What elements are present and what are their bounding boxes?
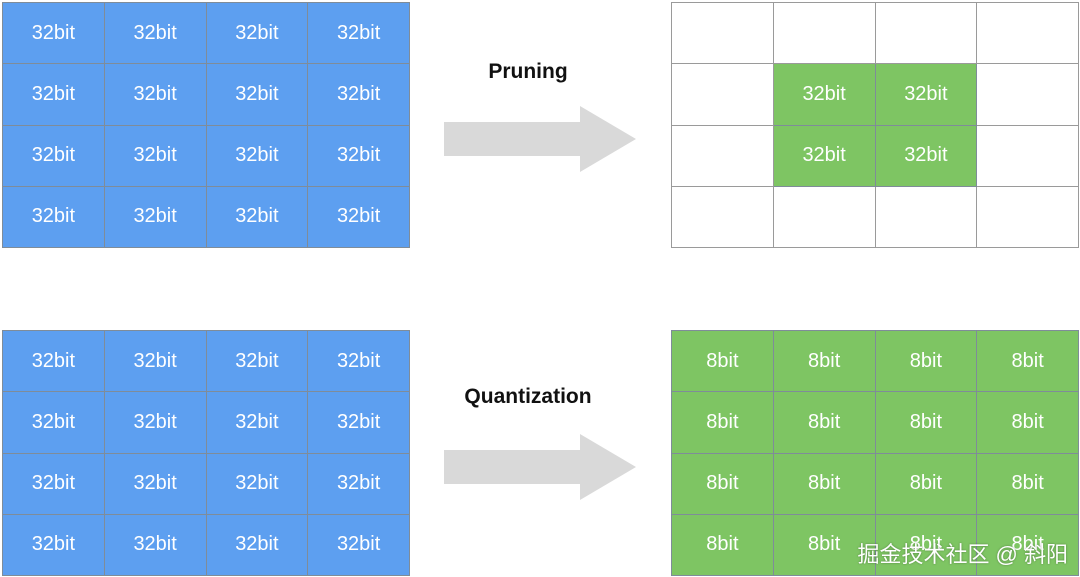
weight-cell: 8bit [977,453,1079,515]
pruned-cell [977,64,1079,126]
pruned-cell [672,64,774,126]
pruned-cell [875,186,978,248]
pruned-cell [672,3,774,65]
weight-cell: 8bit [977,392,1079,454]
weight-cell: 32bit [308,514,410,576]
weight-cell: 32bit [3,514,105,576]
weight-cell: 8bit [977,514,1079,576]
weight-cell: 32bit [308,3,410,65]
pruning-arrow-icon [444,106,636,172]
weight-cell: 8bit [977,331,1079,393]
weight-cell: 32bit [104,186,207,248]
weight-cell: 32bit [3,186,105,248]
weight-cell: 32bit [308,453,410,515]
weight-cell: 8bit [875,392,978,454]
weight-cell: 32bit [308,392,410,454]
weight-cell: 8bit [672,392,774,454]
weight-cell: 32bit [206,331,309,393]
weight-cell: 32bit [308,186,410,248]
weight-cell: 8bit [773,514,876,576]
weight-cell: 32bit [104,453,207,515]
weight-cell: 32bit [3,3,105,65]
weight-cell: 32bit [875,125,978,187]
pruned-cell [875,3,978,65]
weight-cell: 32bit [206,3,309,65]
weight-cell: 32bit [104,514,207,576]
weight-cell: 32bit [104,3,207,65]
pruned-cell [773,186,876,248]
weight-cell: 32bit [206,453,309,515]
pruned-cell [977,3,1079,65]
weight-cell: 32bit [773,125,876,187]
weight-cell: 32bit [308,64,410,126]
weight-cell: 32bit [3,453,105,515]
quantization-arrow-icon [444,434,636,500]
weight-cell: 8bit [773,331,876,393]
weight-cell: 32bit [308,125,410,187]
weight-cell: 8bit [672,514,774,576]
weight-cell: 32bit [308,331,410,393]
quantization-label: Quantization [464,385,592,408]
weight-cell: 32bit [104,125,207,187]
weight-cell: 32bit [875,64,978,126]
weight-cell: 32bit [104,64,207,126]
weight-cell: 32bit [206,514,309,576]
weight-cell: 8bit [672,453,774,515]
weight-cell: 32bit [206,64,309,126]
pruned-cell [773,3,876,65]
weight-cell: 8bit [773,392,876,454]
weight-cell: 32bit [3,392,105,454]
weight-cell: 8bit [875,453,978,515]
pruning-label: Pruning [488,60,568,83]
weight-cell: 32bit [206,392,309,454]
weight-cell: 8bit [672,331,774,393]
pruned-cell [977,186,1079,248]
weight-cell: 32bit [3,125,105,187]
weight-cell: 32bit [104,392,207,454]
weight-cell: 8bit [875,331,978,393]
pruned-cell [977,125,1079,187]
watermark: 掘金技术社区 @ 斜阳 [857,542,1068,567]
weight-cell: 8bit [773,453,876,515]
weight-cell: 32bit [773,64,876,126]
weight-cell: 8bit [875,514,978,576]
pruned-cell [672,186,774,248]
weight-cell: 32bit [3,64,105,126]
weight-cell: 32bit [3,331,105,393]
weight-cell: 32bit [206,186,309,248]
weight-cell: 32bit [104,331,207,393]
pruned-cell [672,125,774,187]
weight-cell: 32bit [206,125,309,187]
